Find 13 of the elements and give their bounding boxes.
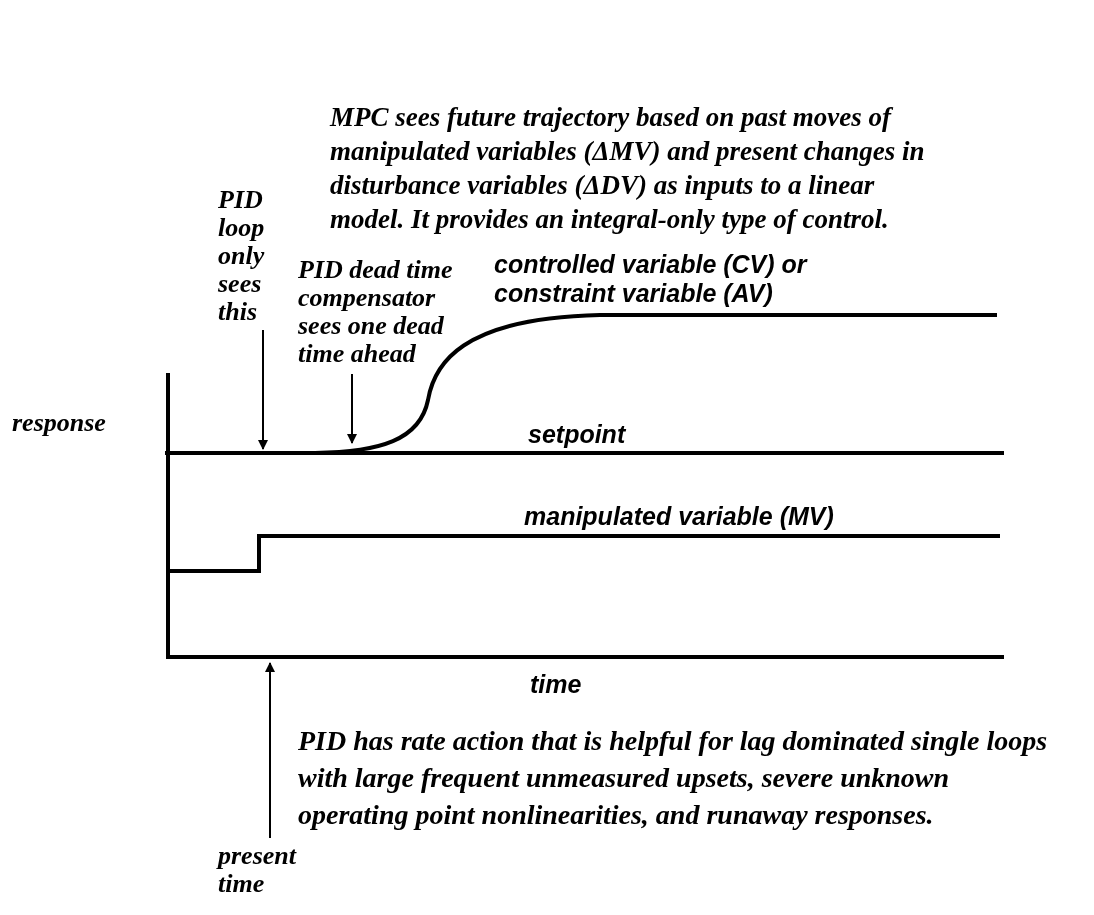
annotation-text: PID loop only sees this — [218, 186, 280, 326]
leader-arrow — [265, 662, 275, 839]
axis-label: response — [12, 407, 106, 439]
axis-label: time — [530, 669, 582, 700]
note-text: MPC sees future trajectory based on past moves of manipulated variables (ΔMV) and present changes in disturbance variables (ΔDV) as inputs to a linear model. It provides an integral-only type of control. — [330, 101, 926, 236]
curve-label: controlled variable (CV) or constraint variable (AV) — [494, 250, 809, 308]
leader-arrow — [258, 329, 268, 450]
line-label: setpoint — [528, 419, 626, 450]
note-text: PID has rate action that is helpful for lag dominated single loops with large frequent unmeasured upsets, severe unknown operating point nonlinearities, and runaway responses. — [298, 724, 1048, 832]
annotation-text: present time — [218, 842, 308, 898]
annotation-text: PID dead time compensator sees one dead time ahead — [298, 256, 473, 368]
leader-arrow — [347, 373, 357, 444]
line-label: manipulated variable (MV) — [524, 501, 834, 532]
